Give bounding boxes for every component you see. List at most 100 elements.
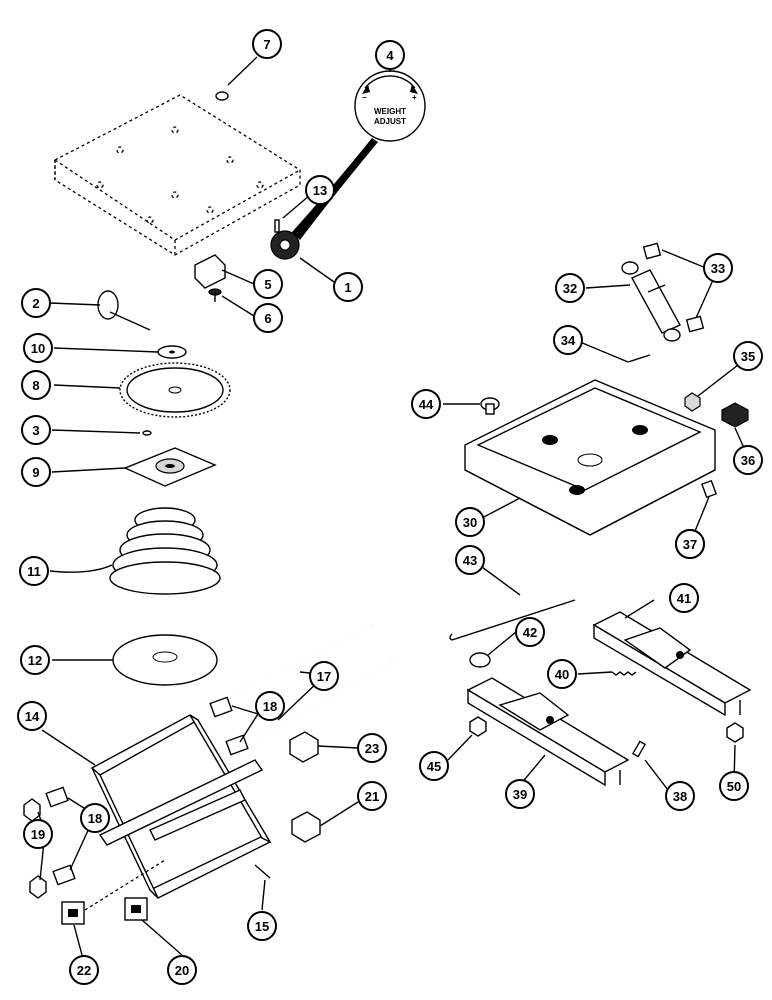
shock-absorber-32 [621, 261, 681, 342]
pivot-20 [124, 897, 148, 921]
callout-12: 12 [20, 645, 50, 675]
callout-label: 18 [263, 699, 277, 714]
callout-42: 42 [515, 617, 545, 647]
pin-3 [142, 430, 152, 436]
block-21 [291, 811, 321, 843]
callout-39: 39 [505, 779, 535, 809]
callout-label: 14 [25, 709, 40, 724]
callout-label: 38 [673, 789, 687, 804]
base-frame-30 [464, 379, 716, 536]
spring-40 [611, 671, 637, 676]
bushing-18a [209, 696, 249, 756]
dial-line2: ADJUST [374, 117, 406, 126]
callout-44: 44 [411, 389, 441, 419]
callout-45: 45 [419, 751, 449, 781]
callout-label: 33 [711, 261, 725, 276]
bolt-15 [254, 864, 271, 879]
dashed-guide-line [84, 859, 166, 911]
plug-7 [215, 91, 229, 101]
callout-5: 5 [253, 269, 283, 299]
bolt-34 [627, 354, 651, 363]
rod-43 [449, 599, 576, 641]
callout-label: 11 [27, 564, 41, 579]
callout-36: 36 [733, 445, 763, 475]
callout-label: 9 [32, 465, 39, 480]
callout-label: 36 [741, 453, 755, 468]
callout-17: 17 [309, 661, 339, 691]
plate-9 [123, 447, 217, 487]
scissor-frame-14 [90, 714, 272, 899]
callout-2: 2 [21, 288, 51, 318]
rod-17b [261, 661, 393, 737]
cap-42 [469, 652, 491, 668]
slide-rail-41 [592, 611, 752, 717]
callout-label: 32 [563, 281, 577, 296]
callout-19: 19 [23, 819, 53, 849]
callout-18a: 18 [255, 691, 285, 721]
callout-label: 35 [741, 349, 755, 364]
callout-label: 39 [513, 787, 527, 802]
dial-arrow [292, 138, 378, 240]
callout-label: 19 [31, 827, 45, 842]
callout-18b: 18 [80, 803, 110, 833]
callout-1: 1 [333, 272, 363, 302]
callout-3: 3 [21, 415, 51, 445]
callout-4: 4 [375, 40, 405, 70]
nut-50 [726, 722, 744, 743]
callout-label: 12 [28, 653, 42, 668]
bolt-44 [480, 397, 500, 415]
callout-label: 45 [427, 759, 441, 774]
nut-45 [469, 716, 487, 737]
bushings-33 [642, 242, 705, 333]
callout-15: 15 [247, 911, 277, 941]
callout-label: 15 [255, 919, 269, 934]
callout-label: 42 [523, 625, 537, 640]
callout-label: 4 [386, 48, 394, 63]
callout-9: 9 [21, 457, 51, 487]
callout-label: 20 [175, 963, 189, 978]
callout-21: 21 [357, 781, 387, 811]
callout-label: 1 [344, 280, 351, 295]
callout-label: 40 [555, 667, 569, 682]
callout-33: 33 [703, 253, 733, 283]
gear-8 [119, 362, 231, 418]
callout-14: 14 [17, 701, 47, 731]
callout-50: 50 [719, 771, 749, 801]
callout-label: 7 [263, 37, 270, 52]
bushing-18b [45, 786, 76, 886]
callout-11: 11 [19, 556, 49, 586]
callout-34: 34 [553, 325, 583, 355]
dial-minus: − [362, 93, 367, 102]
callout-35: 35 [733, 341, 763, 371]
callout-label: 3 [32, 423, 39, 438]
callout-41: 41 [669, 583, 699, 613]
callout-label: 41 [677, 591, 691, 606]
callout-label: 21 [365, 789, 379, 804]
callout-label: 18 [88, 811, 102, 826]
seat-plate-outline [54, 94, 301, 256]
shaft-2 [97, 290, 151, 331]
callout-label: 17 [317, 669, 331, 684]
leader-lines [37, 56, 745, 956]
callout-label: 44 [419, 397, 434, 412]
dial-plus: + [412, 93, 417, 102]
callout-label: 6 [264, 311, 271, 326]
slide-rail-39 [466, 677, 630, 787]
callout-label: 34 [561, 333, 576, 348]
screw-6 [208, 288, 222, 302]
callout-37: 37 [675, 529, 705, 559]
rod-17a [239, 624, 373, 691]
adjust-knob-1 [270, 230, 300, 260]
callout-32: 32 [555, 273, 585, 303]
callout-30: 30 [455, 507, 485, 537]
block-23 [289, 731, 319, 763]
nut-35 [684, 392, 701, 412]
spring-11 [109, 507, 221, 595]
callout-label: 43 [463, 553, 477, 568]
pin-38 [631, 740, 647, 758]
callout-label: 13 [313, 183, 327, 198]
callout-10: 10 [23, 333, 53, 363]
callout-6: 6 [253, 303, 283, 333]
nut-19 [23, 798, 47, 899]
